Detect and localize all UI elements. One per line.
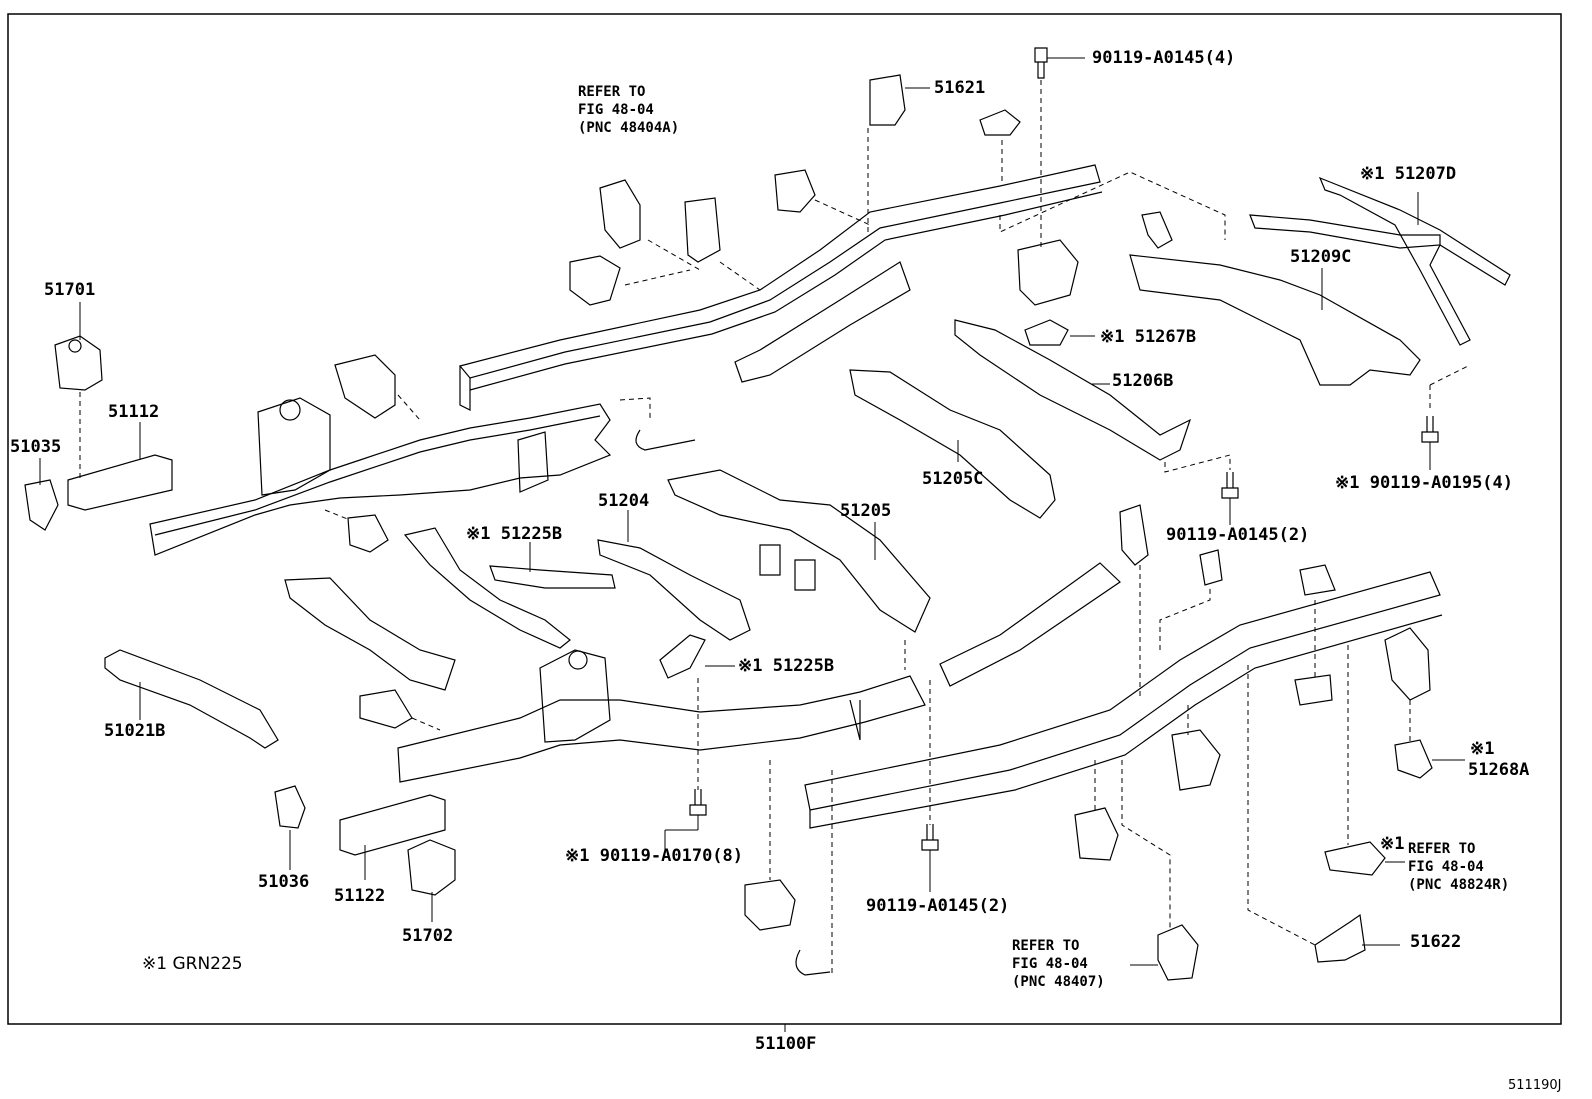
label-51701: 51701 — [44, 280, 96, 300]
label-51021b: 51021B — [104, 721, 166, 741]
bolt-90119-a0145-2a — [1221, 472, 1239, 499]
diagram-border — [7, 13, 1562, 1025]
crossmember-51225b-bar — [489, 565, 616, 589]
bracket-small-top — [979, 109, 1021, 136]
bracket-lower-right-3 — [1294, 674, 1333, 706]
frame-rail-upper — [458, 164, 1103, 411]
bracket-51035 — [24, 479, 59, 531]
bracket-mount-6 — [359, 689, 413, 729]
bracket-lower-mid — [744, 879, 796, 931]
label-51035: 51035 — [10, 437, 62, 457]
label-51268a: 51268A — [1468, 760, 1530, 780]
label-51225b-b: ※1 51225B — [738, 656, 835, 676]
bolt-90119-a0145-2b — [921, 824, 939, 851]
bracket-tall-1 — [1119, 504, 1149, 566]
label-51268a-mark: ※1 — [1470, 739, 1495, 759]
bracket-upper-right — [1017, 239, 1079, 306]
bracket-lower-right-2 — [1171, 729, 1221, 791]
brace-51207d-b — [1249, 214, 1441, 249]
bracket-mount-5 — [347, 514, 389, 553]
label-51702: 51702 — [402, 926, 454, 946]
bracket-51701 — [54, 335, 103, 391]
bracket-51621 — [869, 74, 906, 126]
label-51205c: 51205C — [922, 469, 984, 489]
brackets — [24, 74, 1433, 981]
label-refer-48824r: REFER TO FIG 48-04 (PNC 48824R) — [1408, 841, 1510, 893]
bracket-51112 — [67, 454, 173, 511]
crossmember-51205c — [849, 369, 1056, 519]
bracket-mount-3 — [774, 169, 816, 213]
label-90119-a0145-2b: 90119-A0145(2) — [866, 896, 1010, 916]
bracket-51268a — [1394, 739, 1433, 779]
label-refer-48407: REFER TO FIG 48-04 (PNC 48407) — [1012, 938, 1105, 990]
bracket-51122 — [339, 794, 446, 856]
label-51112: 51112 — [108, 402, 160, 422]
bracket-48404a — [599, 179, 641, 249]
bracket-51622 — [1314, 913, 1366, 963]
bracket-engine-mount — [569, 255, 621, 306]
bracket-51267b — [1024, 319, 1069, 346]
label-51209c: 51209C — [1290, 247, 1352, 267]
bracket-51036 — [274, 785, 306, 829]
label-51207d: ※1 51207D — [1360, 164, 1457, 184]
frame-rail-left — [149, 397, 612, 556]
crossmember-51021b — [104, 649, 279, 749]
label-51206b: 51206B — [1112, 371, 1174, 391]
label-51122: 51122 — [334, 886, 386, 906]
bolt-90119-a0170-8 — [689, 789, 707, 816]
bracket-48407 — [1157, 924, 1199, 981]
note-grn225: ※1 GRN225 — [142, 954, 243, 974]
label-51622: 51622 — [1410, 932, 1462, 952]
frame-rail-lower-left — [397, 649, 926, 783]
bracket-u-bolt-1 — [635, 429, 696, 451]
bracket-lower-right-4 — [1299, 564, 1336, 596]
figure-code: 511190J — [1508, 1078, 1562, 1093]
label-51621: 51621 — [934, 78, 986, 98]
bracket-hook — [1141, 211, 1173, 249]
label-51036: 51036 — [258, 872, 310, 892]
crossmember-right-side — [939, 562, 1121, 687]
bolt-90119-a0145-4 — [1034, 47, 1048, 79]
label-90119-a0145-4: 90119-A0145(4) — [1092, 48, 1236, 68]
bracket-right-mount — [1384, 627, 1431, 701]
crossmember-51204 — [597, 539, 751, 641]
label-90119-a0195-4: ※1 90119-A0195(4) — [1335, 473, 1514, 493]
bracket-mount-2 — [684, 197, 721, 263]
label-51204: 51204 — [598, 491, 650, 511]
crossmember-upper-side — [734, 261, 911, 383]
label-refer-48404a: REFER TO FIG 48-04 (PNC 48404A) — [578, 84, 680, 136]
label-90119-a0145-2a: 90119-A0145(2) — [1166, 525, 1310, 545]
bolts — [689, 47, 1439, 851]
bracket-48824r — [1324, 841, 1386, 876]
brace-51207d — [1318, 176, 1511, 346]
crossmember-front — [284, 577, 456, 691]
crossmembers — [104, 176, 1511, 749]
bracket-mount-4 — [334, 354, 396, 419]
label-51267b: ※1 51267B — [1100, 327, 1197, 347]
label-51100f: 51100F — [755, 1034, 817, 1054]
label-51205: 51205 — [840, 501, 892, 521]
bracket-lower-right-1 — [1074, 807, 1119, 861]
bracket-51702 — [407, 839, 456, 896]
bracket-tall-2 — [1199, 549, 1223, 586]
label-51225b-a: ※1 51225B — [466, 524, 563, 544]
label-90119-a0170-8: ※1 90119-A0170(8) — [565, 846, 744, 866]
label-refer-48824r-mark: ※1 — [1380, 834, 1405, 854]
bracket-u-bolt-2 — [795, 949, 831, 976]
crossmember-51209c — [1129, 254, 1421, 386]
bracket-pair-mid — [759, 544, 816, 591]
frame-rail-lower — [804, 571, 1443, 829]
bolt-90119-a0195-4 — [1421, 416, 1439, 443]
dashed-connectors — [79, 80, 1471, 975]
crossmember-mid — [403, 527, 571, 649]
crossmember-51206b — [954, 319, 1192, 461]
crossmember-51205 — [667, 469, 931, 633]
bracket-51225b-b — [659, 634, 706, 679]
leader-lines — [39, 57, 1465, 1032]
